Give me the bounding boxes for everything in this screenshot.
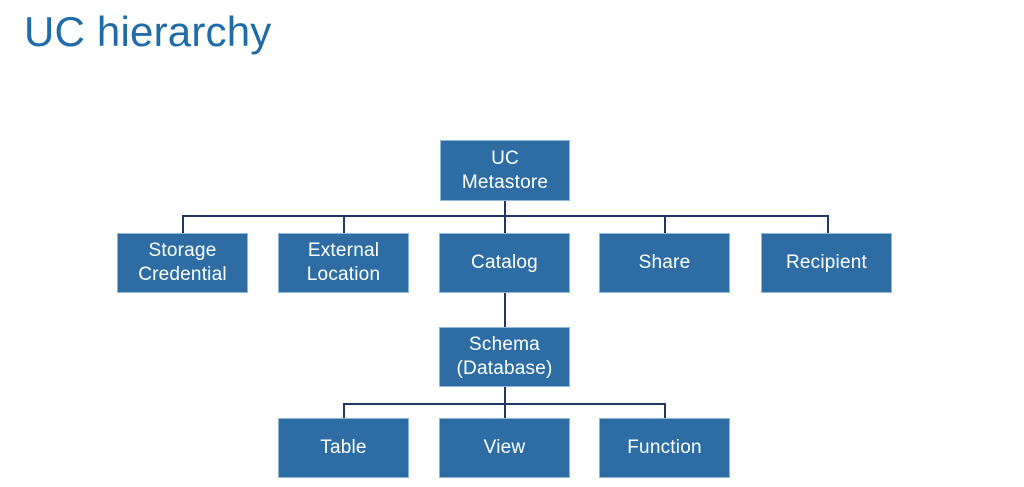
node-storage-credential[interactable]: Storage Credential	[117, 233, 248, 293]
connector-drop-storage-credential	[182, 215, 184, 233]
node-external-location[interactable]: External Location	[278, 233, 409, 293]
node-table[interactable]: Table	[278, 418, 409, 478]
connector-schema-to-bus	[504, 387, 506, 404]
node-uc-metastore[interactable]: UC Metastore	[440, 140, 570, 201]
connector-drop-share	[664, 215, 666, 233]
connector-drop-table	[343, 403, 345, 419]
node-view[interactable]: View	[439, 418, 570, 478]
node-recipient[interactable]: Recipient	[761, 233, 892, 293]
connector-drop-recipient	[827, 215, 829, 233]
connector-drop-view	[504, 403, 506, 419]
node-share[interactable]: Share	[599, 233, 730, 293]
node-function[interactable]: Function	[599, 418, 730, 478]
node-schema[interactable]: Schema (Database)	[439, 327, 570, 387]
connector-catalog-to-schema	[504, 293, 506, 327]
connector-drop-external-location	[343, 215, 345, 233]
connector-metastore-to-bus	[504, 201, 506, 217]
connector-drop-function	[664, 403, 666, 419]
node-catalog[interactable]: Catalog	[439, 233, 570, 293]
connector-drop-catalog	[504, 215, 506, 233]
page-title: UC hierarchy	[24, 8, 272, 55]
